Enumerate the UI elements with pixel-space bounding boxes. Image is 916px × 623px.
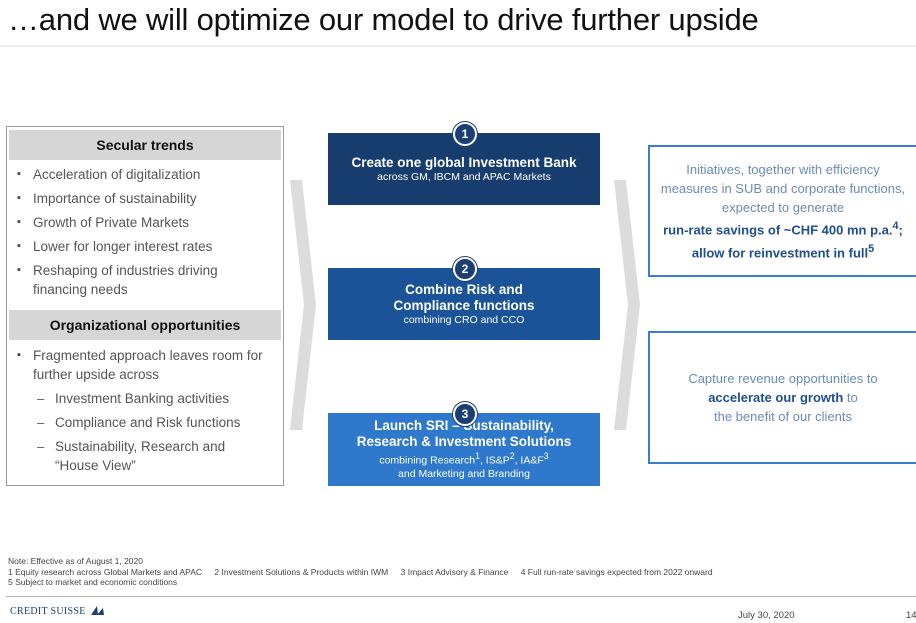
secular-trends-list: Acceleration of digitalization Importanc…	[17, 165, 267, 304]
title-rule	[0, 45, 916, 47]
list-item: Lower for longer interest rates	[17, 237, 267, 256]
list-subitem: Investment Banking activities	[17, 389, 279, 408]
step-number-badge: 3	[453, 402, 477, 426]
chevron-right-icon	[614, 180, 640, 430]
slide-title: …and we will optimize our model to drive…	[8, 2, 759, 37]
secular-trends-header: Secular trends	[9, 130, 281, 160]
footnotes: Note: Effective as of August 1, 2020 1 E…	[8, 556, 713, 587]
action-subtext: across GM, IBCM and APAC Markets	[377, 170, 551, 183]
chevron-right-icon	[290, 180, 316, 430]
list-item: Fragmented approach leaves room for furt…	[17, 346, 273, 384]
step-number-badge: 1	[453, 122, 477, 146]
action-heading: Create one global Investment Bank	[351, 154, 577, 170]
sails-icon	[90, 606, 104, 615]
organizational-opportunities-list: Fragmented approach leaves room for furt…	[17, 346, 279, 480]
action-subtext: combining Research1, IS&P2, IA&F3	[379, 451, 549, 467]
outcome-box-growth: Capture revenue opportunities to acceler…	[648, 331, 916, 464]
page-number: 14	[906, 610, 916, 621]
organizational-opportunities-header: Organizational opportunities	[9, 310, 281, 340]
list-item: Reshaping of industries driving financin…	[17, 261, 228, 299]
action-box-risk-compliance: Combine Risk and Compliance functions co…	[328, 268, 600, 340]
list-item: Acceleration of digitalization	[17, 165, 267, 184]
list-subitem: Compliance and Risk functions	[17, 413, 279, 432]
footer-divider	[6, 596, 916, 597]
list-item: Growth of Private Markets	[17, 213, 267, 232]
context-panel: Secular trends Acceleration of digitaliz…	[6, 126, 284, 486]
step-number-badge: 2	[453, 257, 477, 281]
action-subtext: and Marketing and Branding	[398, 467, 530, 480]
outcome-box-savings: Initiatives, together with efficiency me…	[648, 145, 916, 277]
list-subitem: Sustainability, Research and “House View…	[17, 437, 255, 475]
list-item: Importance of sustainability	[17, 189, 267, 208]
footer-date: July 30, 2020	[738, 610, 795, 621]
action-heading: Combine Risk and Compliance functions	[393, 281, 535, 313]
credit-suisse-logo: CREDIT SUISSE	[10, 606, 105, 617]
action-subtext: combining CRO and CCO	[403, 313, 525, 326]
